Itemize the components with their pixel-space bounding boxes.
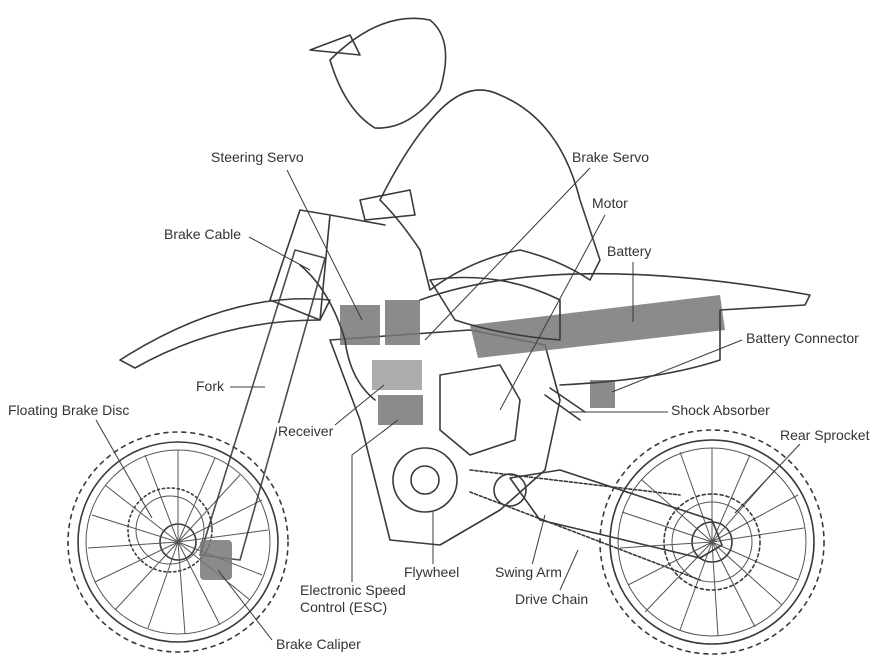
front-wheel [67, 431, 289, 653]
label-battery-connector: Battery Connector [745, 330, 860, 347]
label-steering-servo: Steering Servo [210, 149, 305, 166]
label-esc-line2: Control (ESC) [300, 599, 388, 615]
label-brake-caliper: Brake Caliper [275, 636, 362, 653]
leader-lines [95, 167, 801, 641]
shock-absorber-shape [544, 387, 586, 421]
label-rear-sprocket: Rear Sprocket [779, 427, 871, 444]
label-brake-servo: Brake Servo [571, 149, 651, 166]
floating-brake-disc [127, 487, 213, 573]
brake-servo-shape [385, 300, 420, 345]
steering-servo-shape [340, 305, 380, 345]
label-brake-cable: Brake Cable [163, 226, 243, 243]
label-motor: Motor [591, 195, 629, 212]
brake-cable [299, 264, 376, 401]
rear-sprocket [663, 493, 761, 591]
label-battery: Battery [606, 243, 653, 260]
label-shock-absorber: Shock Absorber [670, 402, 771, 419]
label-esc-line1: Electronic Speed [300, 582, 406, 598]
label-flywheel: Flywheel [403, 564, 461, 581]
esc-shape [378, 395, 423, 425]
fork-shape [199, 249, 326, 561]
seat-rear-fender [419, 272, 811, 386]
swing-arm [509, 469, 723, 559]
front-fender [119, 297, 331, 369]
rider [309, 17, 601, 341]
flywheel-shape [392, 447, 458, 513]
label-receiver: Receiver [277, 423, 335, 440]
label-floating-brake-disc: Floating Brake Disc [7, 402, 131, 419]
label-fork: Fork [195, 378, 225, 395]
label-esc: Electronic Speed Control (ESC) [299, 582, 407, 616]
motor-shape [439, 364, 521, 456]
label-swing-arm: Swing Arm [494, 564, 563, 581]
battery-shape [470, 295, 725, 358]
battery-connector-shape [590, 380, 615, 408]
label-drive-chain: Drive Chain [514, 591, 590, 608]
handlebar [329, 214, 386, 226]
brake-caliper-shape [200, 540, 232, 580]
receiver-shape [372, 360, 422, 390]
